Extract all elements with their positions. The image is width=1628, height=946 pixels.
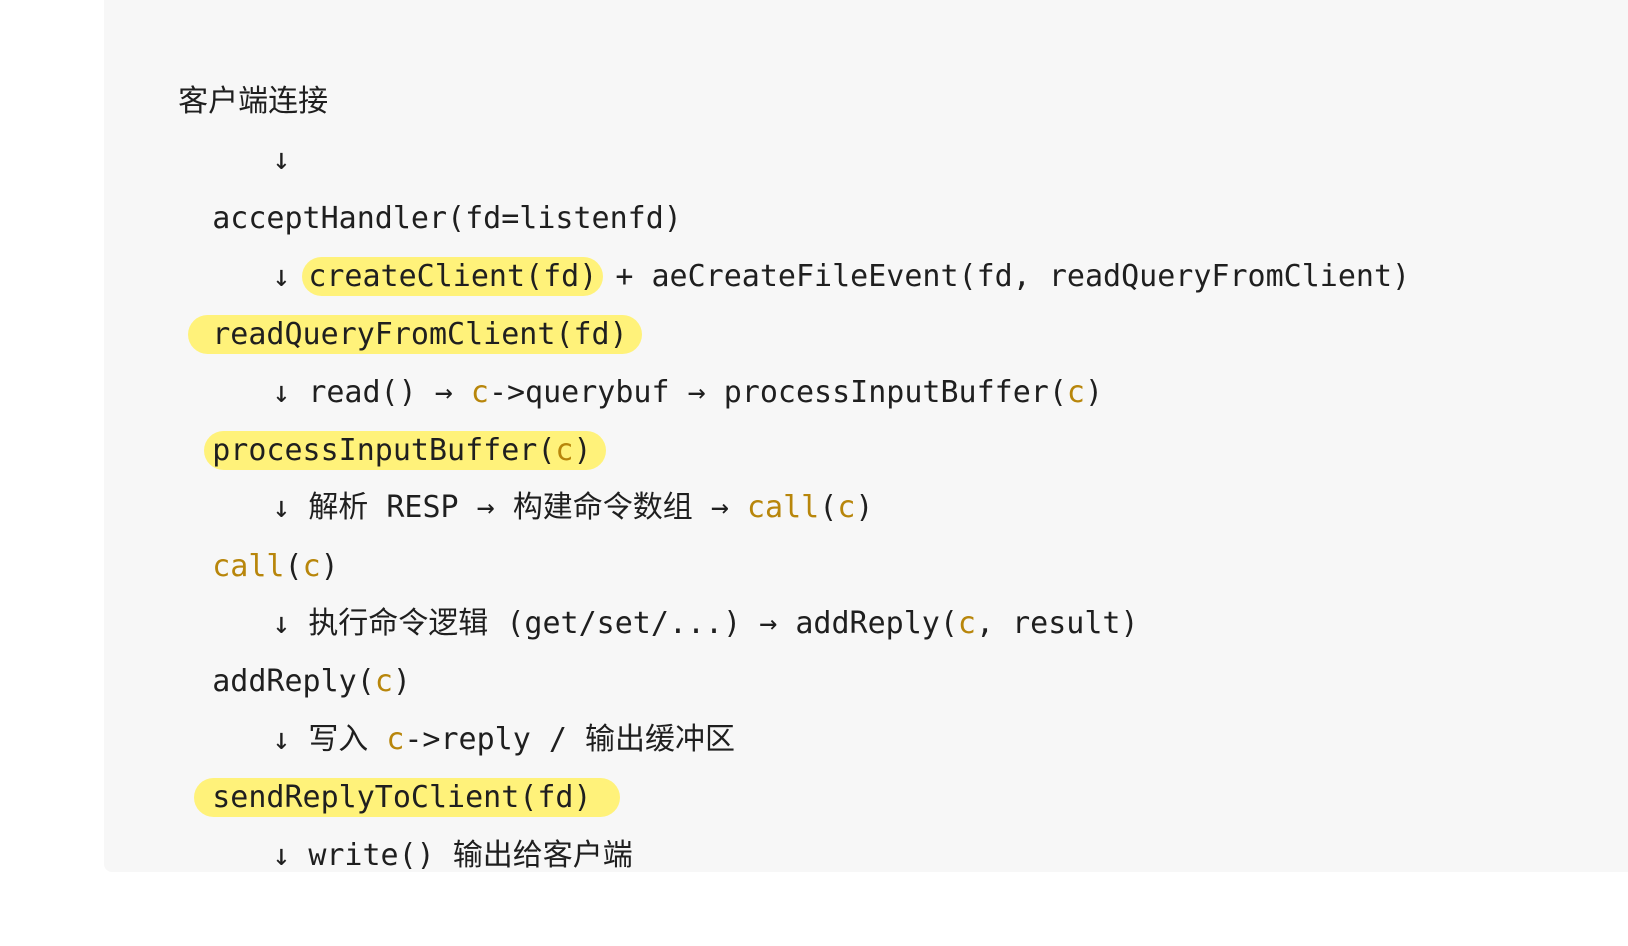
code-block: 客户端连接 ↓ acceptHandler(fd=listenfd) ↓crea… xyxy=(104,0,1628,873)
text-process-input: processInputBuffer( xyxy=(212,433,556,468)
text-client-connect: 客户端连接 xyxy=(178,84,329,119)
down-arrow-icon: ↓ xyxy=(272,838,291,873)
text-write: write() xyxy=(308,838,453,873)
text-write-in: 写入 xyxy=(308,722,369,757)
text-close-paren: ) xyxy=(1084,375,1104,410)
highlight-read-query: readQueryFromClient(fd) xyxy=(188,315,642,354)
text-close-paren: ) xyxy=(320,549,339,584)
text-read: read() → xyxy=(308,375,471,410)
text-querybuf: ->querybuf → processInputBuffer( xyxy=(488,375,1067,410)
text-close-paren: ) xyxy=(855,490,874,525)
var-c: c xyxy=(302,549,321,584)
text-add-reply: addReply( xyxy=(212,664,375,699)
text-output-to-client: 输出给客户端 xyxy=(452,838,633,873)
line-exec-command: ↓执行命令逻辑 (get/set/...) → addReply(c, resu… xyxy=(200,534,1138,641)
text-accept-handler: acceptHandler(fd=listenfd) xyxy=(212,201,682,236)
line-process-input: processInputBuffer(c) xyxy=(140,361,606,470)
text-open-paren: ( xyxy=(819,490,838,525)
down-arrow-icon: ↓ xyxy=(272,606,291,641)
var-c: c xyxy=(374,664,393,699)
line-write-output: ↓ write() 输出给客户端 xyxy=(200,766,633,873)
highlight-process-input: processInputBuffer(c) xyxy=(204,431,606,470)
text-output-buffer: 输出缓冲区 xyxy=(585,722,735,757)
fn-call: call xyxy=(747,490,820,525)
line-read-querybuf: ↓ read() → c->querybuf → processInputBuff… xyxy=(200,303,1103,410)
line-accept-handler: acceptHandler(fd=listenfd) xyxy=(140,129,682,236)
var-c: c xyxy=(837,490,856,525)
var-c: c xyxy=(555,433,574,468)
down-arrow-icon: ↓ xyxy=(272,375,291,410)
line-create-client: ↓ createClient(fd) + aeCreateFileEvent(fd… xyxy=(200,187,1410,296)
text-open-paren: ( xyxy=(284,549,303,584)
down-arrow-icon: ↓ xyxy=(272,490,291,525)
text-reply: ->reply / xyxy=(404,722,585,757)
var-c: c xyxy=(470,375,489,410)
text-arrow: → xyxy=(692,490,747,525)
text-ae-create-file-event: + aeCreateFileEvent(fd, readQueryFromCli… xyxy=(597,259,1411,294)
line-read-query: readQueryFromClient(fd) xyxy=(140,245,642,354)
var-c: c xyxy=(1066,375,1085,410)
line-arrow-1: ↓ xyxy=(200,70,290,177)
line-send-reply: sendReplyToClient(fd) xyxy=(140,708,620,817)
text-resp: RESP → xyxy=(368,490,513,525)
text-get-set: (get/set/...) → addReply( xyxy=(488,606,958,641)
text-parse: 解析 xyxy=(308,490,369,525)
text-result: , result) xyxy=(975,606,1139,641)
down-arrow-icon: ↓ xyxy=(272,722,291,757)
line-client-connect: 客户端连接 xyxy=(140,12,328,119)
down-arrow-icon: ↓ xyxy=(272,259,291,294)
text-exec-logic: 执行命令逻辑 xyxy=(308,606,489,641)
line-parse-resp: ↓解析 RESP → 构建命令数组 → call(c) xyxy=(200,418,873,525)
var-c: c xyxy=(386,722,405,757)
text-close-paren: ) xyxy=(392,664,411,699)
line-call: call(c) xyxy=(140,477,338,584)
var-c: c xyxy=(957,606,976,641)
text-close-paren: ) xyxy=(573,433,592,468)
text-build-array: 构建命令数组 xyxy=(512,490,693,525)
highlight-send-reply: sendReplyToClient(fd) xyxy=(194,778,620,817)
line-add-reply: addReply(c) xyxy=(140,592,411,699)
highlight-create-client: createClient(fd) xyxy=(302,257,604,296)
fn-call: call xyxy=(212,549,285,584)
down-arrow-icon: ↓ xyxy=(272,142,291,177)
